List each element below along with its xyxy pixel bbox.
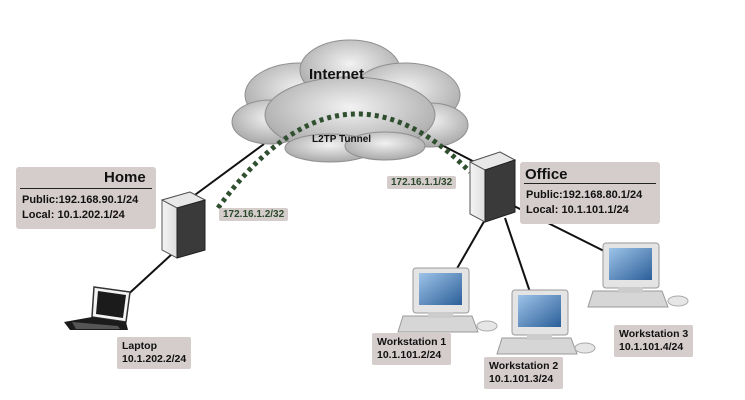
home-router-icon <box>160 191 207 259</box>
workstation-2-name: Workstation 2 <box>489 360 559 372</box>
workstation-2-icon <box>496 289 596 355</box>
office-public-ip: Public:192.168.80.1/24 <box>526 189 643 201</box>
home-public-ip: Public:192.168.90.1/24 <box>22 194 139 206</box>
home-tunnel-ip: 172.16.1.2/32 <box>219 208 289 221</box>
laptop-icon <box>64 286 131 330</box>
laptop-ip: 10.1.202.2/24 <box>122 353 187 365</box>
office-tunnel-ip: 172.16.1.1/32 <box>387 176 457 189</box>
office-info-box: Office Public:192.168.80.1/24 Local: 10.… <box>520 162 660 224</box>
tunnel-label: L2TP Tunnel <box>312 134 372 145</box>
link-office-ws1 <box>454 217 487 273</box>
internet-label: Internet <box>309 66 365 83</box>
link-office-ws2 <box>504 217 531 293</box>
workstation-2-label: Workstation 2 10.1.101.3/24 <box>484 357 564 389</box>
laptop-label: Laptop 10.1.202.2/24 <box>117 337 192 369</box>
workstation-3-name: Workstation 3 <box>619 328 689 340</box>
laptop-name: Laptop <box>122 340 157 352</box>
home-title: Home <box>104 169 146 186</box>
workstation-2-ip: 10.1.101.3/24 <box>489 373 554 385</box>
office-title: Office <box>525 166 568 183</box>
home-divider <box>20 188 152 189</box>
workstation-1-label: Workstation 1 10.1.101.2/24 <box>372 333 452 365</box>
internet-cloud-icon <box>231 39 469 163</box>
home-local-ip: Local: 10.1.202.1/24 <box>22 209 125 221</box>
workstation-1-name: Workstation 1 <box>377 336 447 348</box>
workstation-1-ip: 10.1.101.2/24 <box>377 349 442 361</box>
office-local-ip: Local: 10.1.101.1/24 <box>526 204 629 216</box>
workstation-1-icon <box>397 267 498 333</box>
link-home-internet <box>183 143 265 204</box>
workstation-3-label: Workstation 3 10.1.101.4/24 <box>614 325 694 357</box>
office-divider <box>524 183 656 184</box>
workstation-3-ip: 10.1.101.4/24 <box>619 341 684 353</box>
l2tp-tunnel-path <box>215 111 472 210</box>
workstation-3-icon <box>587 242 689 308</box>
home-info-box: Home Public:192.168.90.1/24 Local: 10.1.… <box>16 167 156 229</box>
office-router-icon <box>468 151 517 223</box>
